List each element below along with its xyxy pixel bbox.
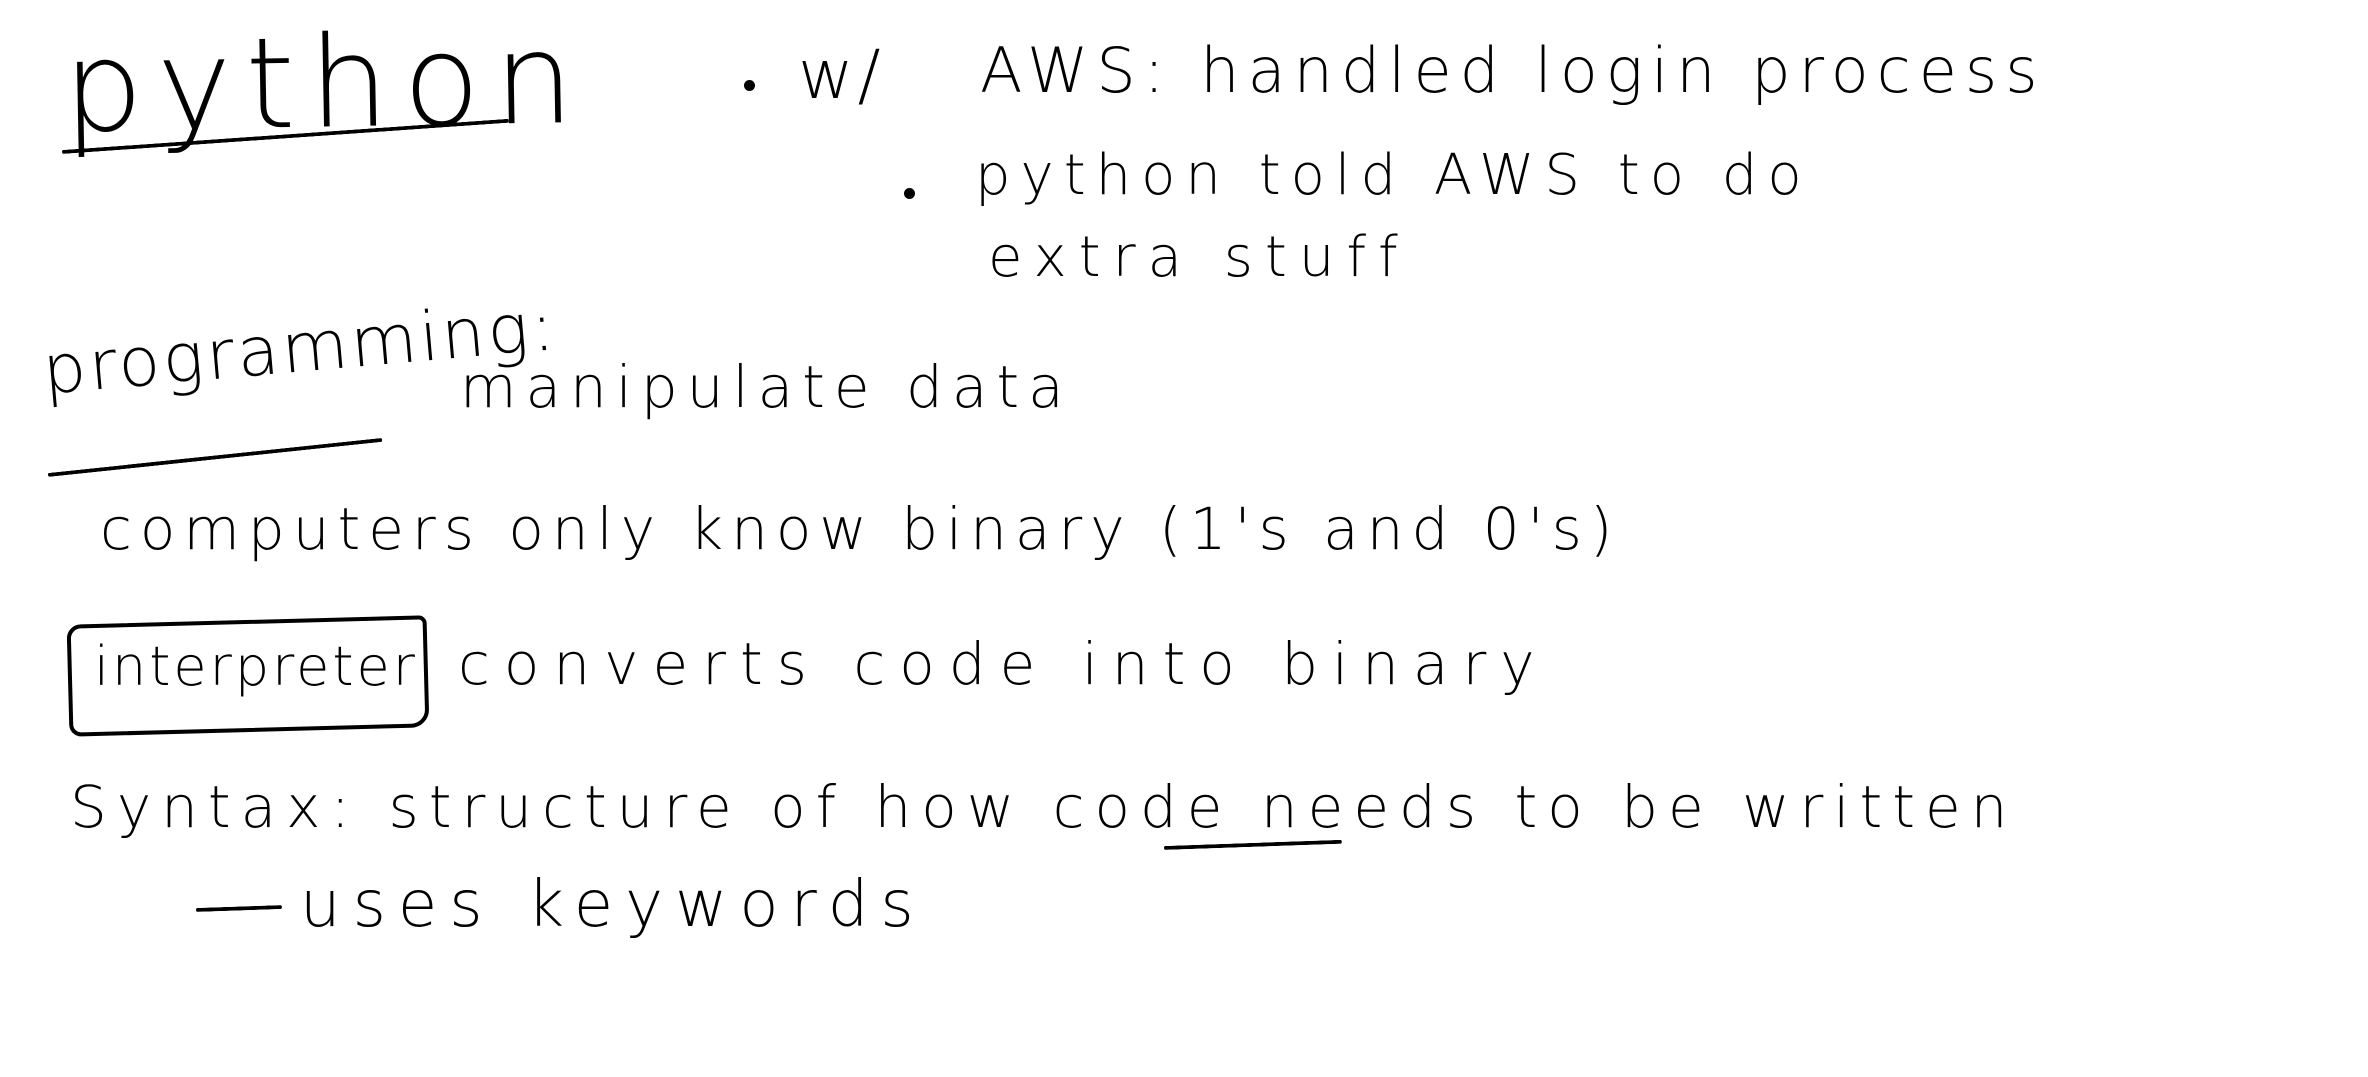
python-bullet-line-1: python told AWS to do [975, 143, 1812, 208]
uses-keywords-dash [195, 904, 283, 912]
interpreter-definition: converts code into binary [458, 630, 1549, 698]
programming-underline [47, 437, 383, 477]
interpreter-term: interpreter: [94, 635, 439, 698]
aws-bullet-text: AWS: handled login process [980, 34, 2046, 107]
bullet-point-aws [744, 80, 755, 91]
needs-underline [1163, 839, 1342, 850]
programming-definition: manipulate data [460, 353, 1073, 421]
python-bullet-line-2: extra stuff [988, 225, 1410, 290]
aws-bullet-prefix: w/ [798, 36, 885, 115]
computers-binary-note: computers only know binary (1's and 0's) [100, 495, 1621, 563]
syntax-subpoint: uses keywords [300, 868, 926, 942]
bullet-point-python [904, 188, 915, 199]
syntax-definition: Syntax: structure of how code needs to b… [70, 773, 2018, 841]
